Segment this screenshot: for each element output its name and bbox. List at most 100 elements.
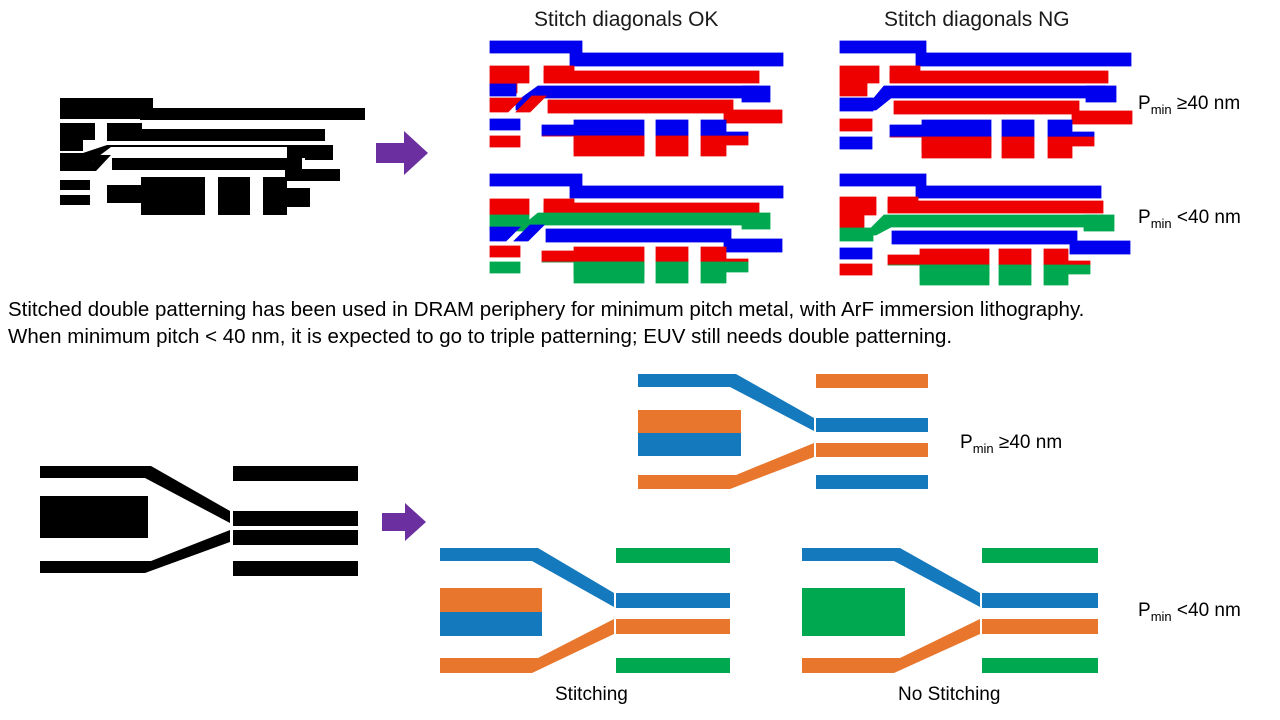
caption-stitching: Stitching: [555, 684, 628, 705]
blk-bot-right: [233, 561, 358, 576]
caption-no-stitching: No Stitching: [898, 684, 1001, 705]
b3-orange-diag: [802, 619, 980, 673]
ok1-blue-end: [741, 85, 771, 103]
ng2-blue-end2: [1069, 240, 1131, 255]
blk-mid-right-2: [233, 530, 358, 545]
ng1-red-wire: [889, 70, 1109, 84]
black-block-5: [107, 177, 205, 215]
b1-orange-diag: [638, 443, 814, 489]
ng1-red-end: [1071, 110, 1133, 125]
ok2-blue-wire2: [545, 228, 732, 243]
b1-orange-pad: [638, 410, 741, 433]
b3-orange-right: [982, 619, 1098, 634]
header-stitch-ok: Stitch diagonals OK: [534, 8, 719, 31]
label-top-pmin-lt40: Pmin <40 nm: [1138, 207, 1241, 231]
right-arrow-icon: [376, 131, 428, 175]
black-wire-4b: [112, 158, 302, 170]
bottom-left-black-layout: [38, 458, 368, 583]
pmin-p: P: [1138, 93, 1151, 114]
ng2-blk1-green2: [919, 264, 990, 286]
ng1-blk2-blue: [1001, 119, 1035, 138]
ok2-blue-diag: [513, 224, 545, 242]
ng2-blk2-red: [998, 248, 1032, 266]
ng2-green-end: [1083, 214, 1115, 232]
b1-blue-right: [816, 418, 928, 432]
b2-orange-diag: [440, 619, 614, 673]
ng1-blk3-red: [1047, 136, 1095, 159]
pmin-sub: min: [972, 440, 994, 456]
ok2-bar-red: [489, 245, 521, 258]
ng2-red-block: [839, 196, 877, 229]
ok2-blue-1b: [569, 185, 784, 199]
ok2-green-end: [741, 212, 771, 230]
ok1-blue-small: [489, 83, 517, 97]
black-wire-4c: [285, 169, 340, 181]
pmin-rest: ≥40 nm: [993, 432, 1063, 453]
b1-blue-diag: [638, 374, 814, 431]
ok2-blk1-green2: [573, 261, 645, 284]
ok1-blk2-red: [655, 135, 689, 157]
pmin-sub: min: [1150, 215, 1172, 231]
ng2-blk3-green: [1043, 264, 1091, 286]
ng1-red-block: [839, 65, 880, 97]
ok2-green-diag: [514, 212, 759, 232]
ng1-bar-red: [839, 118, 873, 132]
black-wire-4a: [60, 160, 92, 171]
ng1-bar-blue: [839, 136, 873, 150]
arrow-bottom: [380, 500, 428, 544]
ok2-blk1-red: [541, 246, 645, 263]
ok1-blk1-blue: [541, 119, 645, 137]
b2-green-topright: [616, 548, 730, 563]
ng1-blue-1b: [915, 52, 1132, 67]
ok2-red-block: [489, 198, 530, 216]
ng2-blue-1b: [915, 185, 1102, 199]
blk-top-diag: [40, 466, 230, 523]
ng-column-lt40: [836, 173, 1166, 288]
ng1-blk1-blue: [889, 119, 992, 138]
b3-green-pad: [802, 588, 905, 636]
ok2-blue-left: [489, 226, 521, 242]
black-wire-1b: [140, 109, 365, 120]
black-bar-5b: [60, 195, 90, 205]
label-bottom-pmin-lt40: Pmin <40 nm: [1138, 600, 1241, 624]
label-bottom-pmin-ge40: Pmin ≥40 nm: [960, 432, 1062, 456]
ok2-blue-end2: [723, 238, 783, 253]
ok1-red-left: [489, 97, 523, 113]
ok1-red-wire: [543, 70, 760, 84]
ok-column-lt40: [486, 173, 816, 288]
ok2-blk2-red: [655, 246, 689, 263]
pmin-sub: min: [1150, 101, 1172, 117]
black-wire-2: [107, 129, 325, 141]
ng1-blk2-red: [1001, 136, 1035, 159]
ok1-blue-1b: [569, 52, 784, 67]
body-line-2: When minimum pitch < 40 nm, it is expect…: [8, 325, 953, 348]
ok1-blk3-red: [700, 135, 749, 157]
body-paragraph: Stitched double patterning has been used…: [8, 296, 1084, 350]
pmin-p: P: [1138, 600, 1151, 621]
ng2-red-wire: [887, 200, 1104, 214]
blk-top-right: [233, 466, 358, 481]
b2-blue-pad: [440, 612, 542, 636]
ok2-blk2-green: [655, 261, 689, 284]
pmin-sub: min: [1150, 608, 1172, 624]
black-wire-1a: [60, 98, 153, 109]
ok1-blk2-blue: [655, 119, 689, 137]
ng1-blue-left: [839, 97, 874, 112]
b3-green-topright: [982, 548, 1098, 563]
header-stitch-ng: Stitch diagonals NG: [884, 8, 1070, 31]
b2-blue-right: [616, 593, 730, 608]
black-block-2: [60, 123, 95, 151]
ok1-bar-blue: [489, 118, 521, 131]
ng2-blk1-red: [887, 248, 990, 266]
b2-blue-diag: [440, 548, 614, 607]
pmin-p: P: [1138, 207, 1151, 228]
ng2-blue-wire2: [891, 230, 1078, 245]
bottom-ge40-diagram: [626, 365, 936, 500]
ok1-blue-1a: [489, 40, 583, 54]
bottom-no-stitching-diagram: [790, 540, 1110, 685]
ok1-red-wire2: [547, 99, 734, 114]
b2-orange-pad: [440, 588, 542, 612]
ok1-bar-red: [489, 135, 521, 148]
ok1-blk1-red2: [573, 135, 645, 157]
blk-mid-right-1: [233, 511, 358, 526]
